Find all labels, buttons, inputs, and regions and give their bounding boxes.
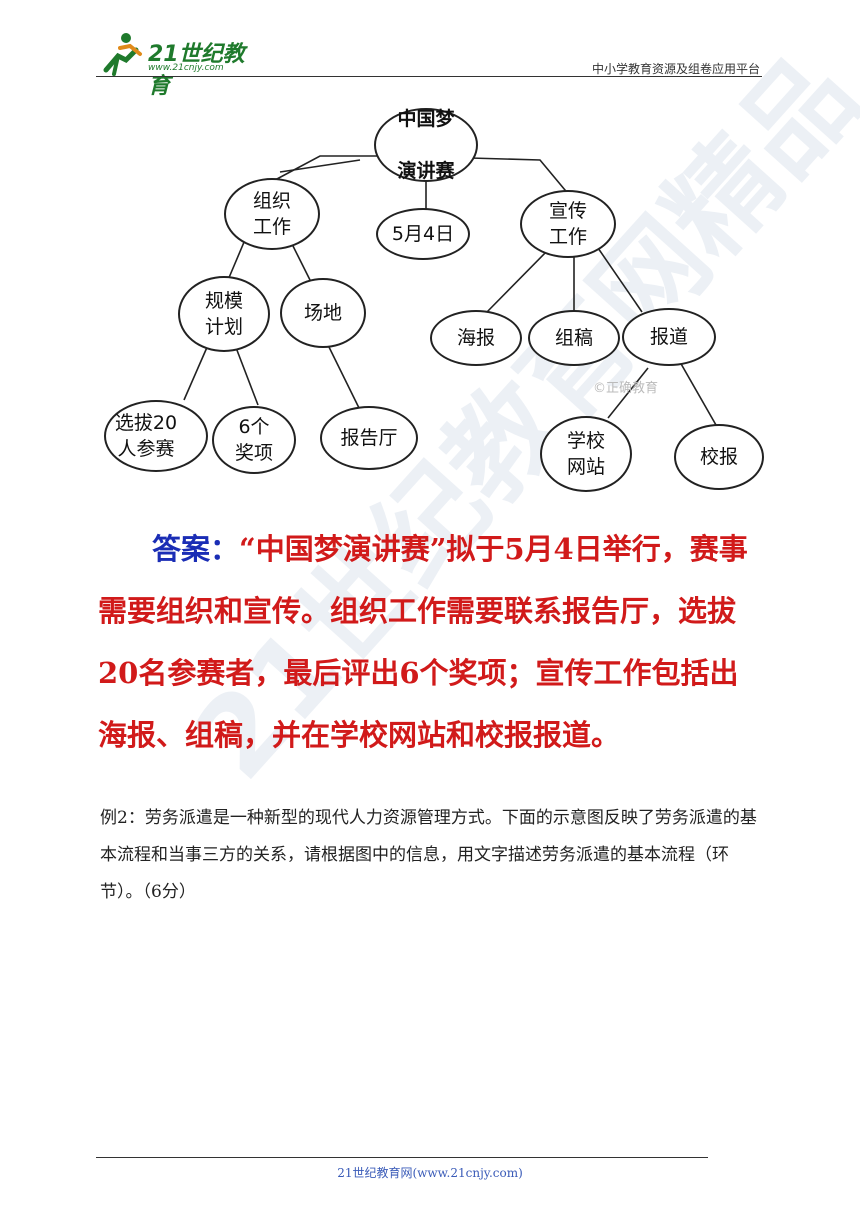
node-jiang-line1: 6个 <box>238 416 270 438</box>
header-platform-name: 中小学教育资源及组卷应用平台 <box>591 62 760 76</box>
node-jiangxiang: 6个奖项 <box>212 406 296 474</box>
node-zugao: 组稿 <box>528 310 620 366</box>
node-date-text: 5月4日 <box>391 223 455 245</box>
node-baogaoting-text: 报告厅 <box>340 427 398 449</box>
node-zuzhi: 组织工作 <box>224 178 320 250</box>
node-wangzhan: 学校网站 <box>540 416 632 492</box>
node-xuanchuan: 宣传工作 <box>520 190 616 258</box>
node-xuanba-line2: 人参赛 <box>117 438 175 460</box>
node-baodao-text: 报道 <box>649 326 688 348</box>
node-baodao: 报道 <box>622 308 716 366</box>
node-xuanba: 选拔20 人参赛 <box>104 400 208 472</box>
node-xuanba-line1: 选拔20 <box>114 412 178 434</box>
runner-logo-icon <box>103 33 142 76</box>
node-changdi: 场地 <box>280 278 366 348</box>
node-haibao-text: 海报 <box>456 327 495 349</box>
footer-divider <box>96 1157 708 1158</box>
answer-paragraph: 答案：“中国梦演讲赛”拟于5月4日举行，赛事需要组织和宣传。组织工作需要联系报告… <box>98 518 758 766</box>
node-wangzhan-line2: 网站 <box>566 456 605 478</box>
node-xiaobao-text: 校报 <box>699 446 738 468</box>
node-haibao: 海报 <box>430 310 522 366</box>
node-wangzhan-line1: 学校 <box>566 430 605 452</box>
logo-text: 21世纪教育 <box>148 42 245 99</box>
node-xuanchuan-line2: 工作 <box>548 226 587 248</box>
node-baogaoting: 报告厅 <box>320 406 418 470</box>
diagram-connectors <box>183 155 717 426</box>
node-root-line2: 演讲赛 <box>397 160 455 182</box>
node-zuzhi-line2: 工作 <box>252 216 291 238</box>
tree-diagram: 中国梦演讲赛 组织工作 5月4日 宣传工作 规模计划 场地 海报 组稿 报道 ©… <box>100 100 770 500</box>
logo-url: www.21cnjy.com <box>148 63 224 73</box>
node-changdi-text: 场地 <box>303 302 342 324</box>
logo: 21世纪教育 www.21cnjy.com <box>96 30 266 99</box>
example-question: 例2：劳务派遣是一种新型的现代人力资源管理方式。下面的示意图反映了劳务派遣的基本… <box>100 808 757 902</box>
node-date: 5月4日 <box>376 208 470 260</box>
page-header: 21世纪教育 www.21cnjy.com 中小学教育资源及组卷应用平台 <box>96 30 760 99</box>
node-zuzhi-line1: 组织 <box>252 190 291 212</box>
node-xuanchuan-line1: 宣传 <box>548 200 587 222</box>
node-root: 中国梦演讲赛 <box>374 108 478 182</box>
answer-text: “中国梦演讲赛”拟于5月4日举行，赛事需要组织和宣传。组织工作需要联系报告厅，选… <box>98 532 748 752</box>
answer-label: 答案： <box>152 532 240 566</box>
footer-source: 21世纪教育网(www.21cnjy.com) <box>337 1166 523 1180</box>
node-root-line1: 中国梦 <box>397 108 455 130</box>
header-divider <box>96 76 762 77</box>
node-zugao-text: 组稿 <box>554 327 593 349</box>
node-guimo-line1: 规模 <box>204 290 243 312</box>
node-xiaobao: 校报 <box>674 424 764 490</box>
node-jiang-line2: 奖项 <box>234 442 273 464</box>
node-guimo-line2: 计划 <box>204 316 243 338</box>
node-guimo: 规模计划 <box>178 276 270 352</box>
diagram-source-watermark: ©正确教育 <box>593 381 659 396</box>
